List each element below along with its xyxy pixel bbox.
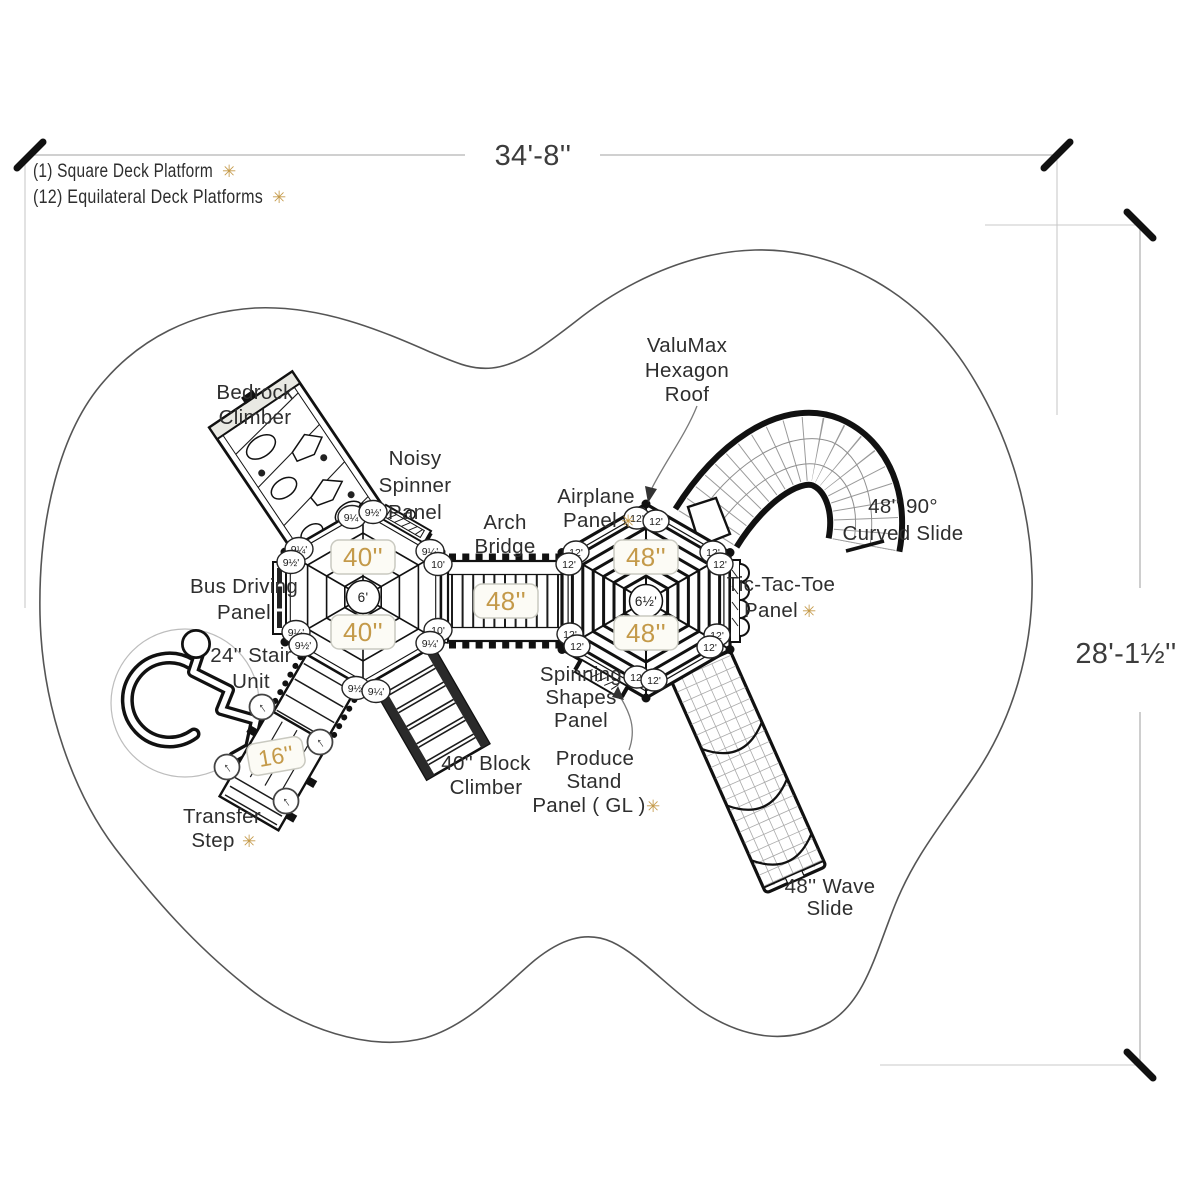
svg-text:Panel: Panel [554,709,608,732]
svg-text:Panel ( GL ): Panel ( GL ) [532,794,645,817]
label-airplane-panel: Airplane [557,485,635,508]
post-bubble: 12' [647,675,661,687]
svg-text:Hexagon: Hexagon [645,359,729,382]
left-hex-deck [283,505,443,689]
platform-notes: (1) Square Deck Platform ✳ (12) Equilate… [33,161,287,208]
svg-text:Panel: Panel [744,599,798,622]
post-bubble: 9¼' [368,686,385,698]
svg-text:Stand: Stand [566,770,621,793]
deck-height-bridge: 48'' [486,586,526,616]
post-bubble: 9½' [295,640,312,652]
svg-text:Climber: Climber [450,776,523,799]
access-markers: ↑ ↑ ↑ ↑ [213,693,334,815]
dimension-width-label: 34'-8'' [495,140,572,172]
note-square-deck: (1) Square Deck Platform [33,161,213,182]
deck-height-right-bottom: 48'' [626,618,666,648]
label-tic-tac-toe-panel: Tic-Tac-Toe [727,573,835,596]
label-wave-slide: 48'' Wave [785,875,876,898]
label-spinning-shapes-panel: Spinning [540,663,622,686]
dimension-width: 34'-8'' [13,138,1074,608]
post-bubble: 9½' [283,557,300,569]
asterisk-icon: ✳ [621,512,636,531]
dimension-height-label: 28'-1½'' [1075,638,1176,670]
svg-text:Spinner: Spinner [379,474,452,497]
noisy-spinner-panel [377,503,433,545]
asterisk-icon: ✳ [802,602,817,621]
asterisk-icon: ✳ [222,162,237,181]
deck-height-left-bottom: 40'' [343,617,383,647]
leader-lines [612,405,698,751]
post-bubble: 12' [649,516,663,528]
deck-height-transfer: 16'' [256,740,296,772]
post-bubble: 12' [713,559,727,571]
deck-height-right-top: 48'' [626,542,666,572]
svg-text:Step: Step [191,829,234,852]
post-bubble: 9¼' [422,638,439,650]
label-block-climber: 40'' Block [441,752,531,775]
svg-text:Unit: Unit [232,670,270,693]
dim-tick [1040,138,1074,172]
label-produce-stand-panel: Produce [556,747,634,770]
deck-height-plates: 40'' 40'' 48'' 48'' 48'' 16'' 6' 6½' [246,539,679,777]
asterisk-icon: ✳ [242,832,257,851]
asterisk-icon: ✳ [646,797,661,816]
left-hex-center-height: 6' [358,590,369,605]
post-bubble: 12' [570,641,584,653]
svg-text:Panel: Panel [217,601,271,624]
label-bedrock-climber: Bedrock [216,381,294,404]
label-valumax-roof: ValuMax [647,334,728,357]
tic-tac-toe-panel [729,559,750,643]
post-bubble: 9¼' [344,512,361,524]
label-stair-unit: 24'' Stair [210,644,291,667]
dim-tick [13,138,47,172]
svg-text:Bridge: Bridge [474,535,535,558]
spinning-shapes-panel [573,658,629,700]
label-arch-bridge: Arch [483,511,526,534]
label-transfer-step: Transfer [183,805,261,828]
post-height-bubbles-left: 9¼' 9½' 9¼' 9½' 9¼' 10' 10' 9¼' 9¼' 9½' … [276,499,453,704]
dimension-height: 28'-1½'' [880,208,1176,1082]
bus-driving-panel [272,561,287,635]
svg-text:Climber: Climber [219,406,292,429]
post-bubble: 12' [562,559,576,571]
label-noisy-spinner-panel: Noisy [389,447,442,470]
equipment-labels: Bedrock Climber Noisy Spinner Panel Arch… [183,334,963,920]
svg-text:Curved Slide: Curved Slide [843,522,964,545]
dim-tick [1123,208,1157,242]
asterisk-icon: ✳ [272,188,287,207]
note-equilateral-decks: (12) Equilateral Deck Platforms [33,187,263,208]
post-bubble: 9½' [348,683,365,695]
wave-slide [668,640,827,894]
post-bubble: 9½' [365,507,382,519]
svg-text:Slide: Slide [806,897,853,920]
deck-height-left-top: 40'' [343,542,383,572]
svg-text:Roof: Roof [665,383,710,406]
svg-text:Panel: Panel [563,509,617,532]
svg-text:Panel: Panel [388,501,442,524]
post-bubble: 12' [630,513,644,525]
svg-text:Shapes: Shapes [545,686,616,709]
label-curved-slide: 48'' 90° [868,495,938,518]
post-bubble: 12' [703,642,717,654]
dim-tick [1123,1048,1157,1082]
label-bus-driving-panel: Bus Driving [190,575,298,598]
site-boundary [39,249,1033,1043]
post-height-bubbles-right: 12' 12' 12' 12' 12' 12' 12' 12' 12' 12' … [555,506,734,692]
right-hex-center-height: 6½' [635,594,657,609]
post-bubble: 10' [431,559,445,571]
block-climber-40 [369,644,491,782]
